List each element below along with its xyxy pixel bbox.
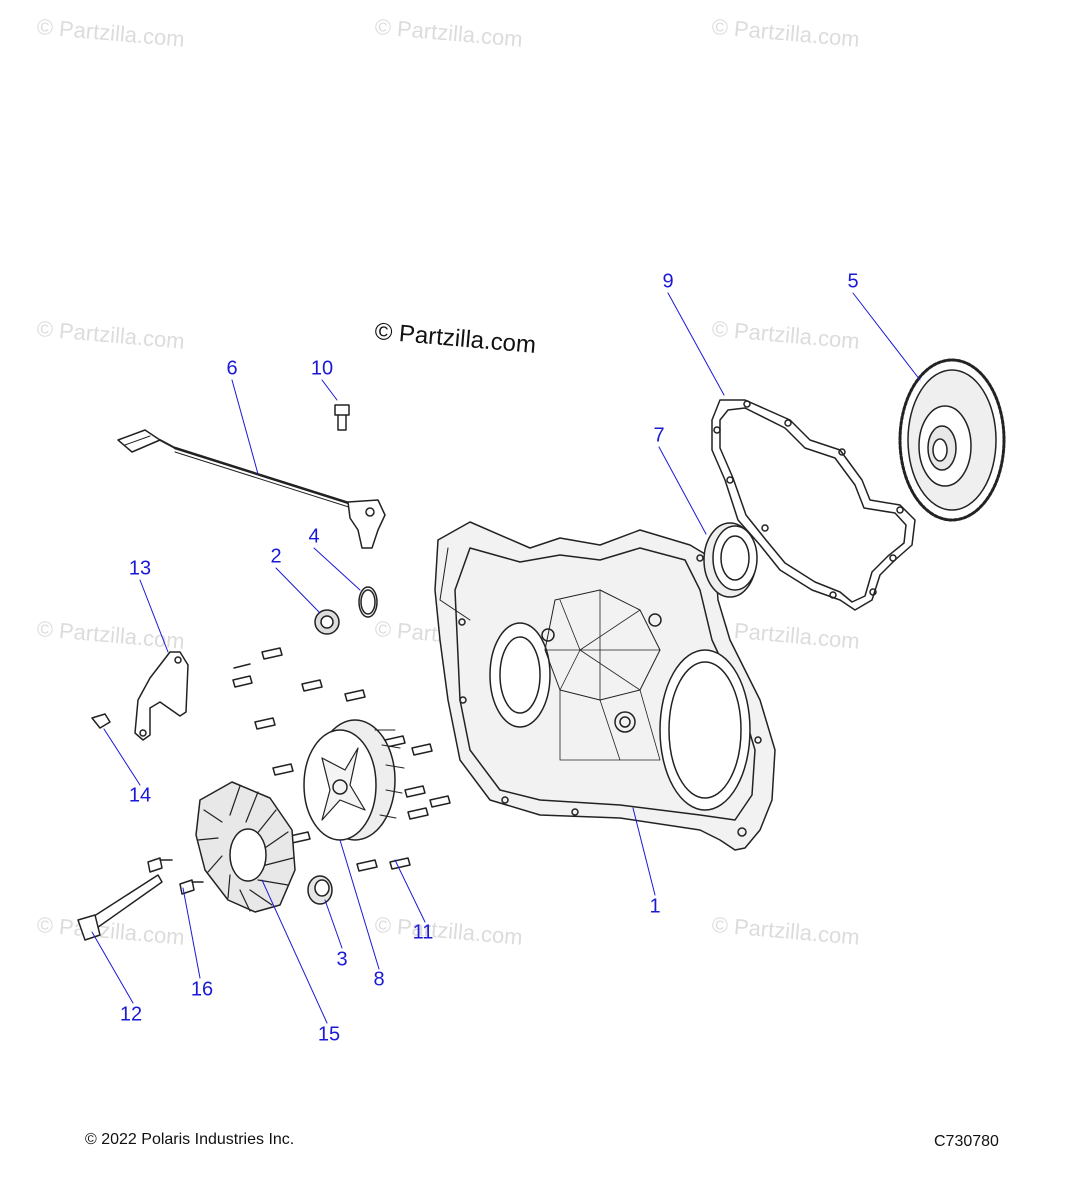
callout-13: 13 xyxy=(128,557,152,580)
callout-7: 7 xyxy=(653,424,665,447)
leader-lines xyxy=(91,292,921,1024)
callout-3: 3 xyxy=(336,948,348,971)
callout-2: 2 xyxy=(270,545,282,568)
clip-part-14 xyxy=(91,713,111,729)
cover-part-1 xyxy=(434,521,776,851)
seal-part-7 xyxy=(703,522,758,598)
snap-ring-part-4 xyxy=(358,586,378,618)
bolt-part-10 xyxy=(334,404,350,431)
gasket-part-9 xyxy=(711,399,916,611)
bracket-part-13 xyxy=(134,651,189,741)
callout-4: 4 xyxy=(308,525,320,548)
pulley-part-8 xyxy=(303,719,405,841)
diagram-code: C730780 xyxy=(934,1133,999,1150)
sensor-part-6 xyxy=(117,429,386,549)
callout-10: 10 xyxy=(310,357,334,380)
fan-part-15 xyxy=(195,781,296,913)
callout-5: 5 xyxy=(847,270,859,293)
long-bolt-part-12 xyxy=(77,874,163,941)
bearing-part-2 xyxy=(314,609,340,635)
hub-part-3 xyxy=(307,875,333,905)
small-bolts-part-16 xyxy=(147,857,204,895)
callout-1: 1 xyxy=(649,895,661,918)
callout-15: 15 xyxy=(317,1023,341,1046)
callout-16: 16 xyxy=(190,978,214,1001)
gear-part-5 xyxy=(898,358,1006,522)
bolt-cluster xyxy=(232,647,451,872)
callout-8: 8 xyxy=(373,968,385,991)
callout-11: 11 xyxy=(412,921,434,944)
callout-9: 9 xyxy=(662,270,674,293)
callout-6: 6 xyxy=(226,357,238,380)
callout-14: 14 xyxy=(128,784,152,807)
copyright-text: © 2022 Polaris Industries Inc. xyxy=(85,1131,295,1148)
callout-12: 12 xyxy=(119,1003,143,1026)
